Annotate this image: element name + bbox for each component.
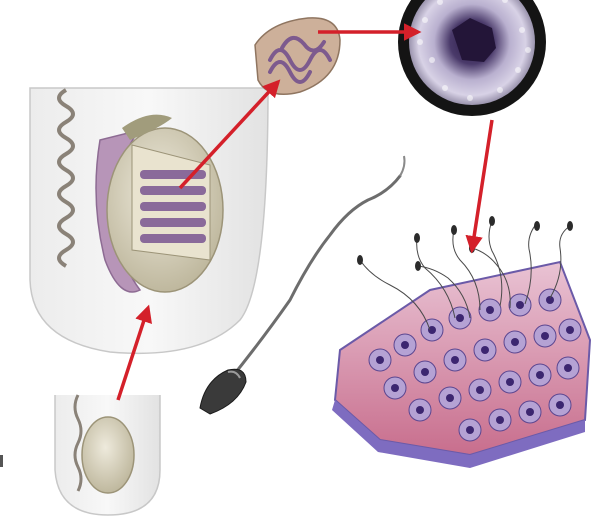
sperm-heads (357, 216, 573, 271)
scrotum-detail (30, 88, 268, 353)
overview-testis (82, 417, 134, 493)
seminiferous-tubule (255, 18, 340, 94)
edge-marker (0, 455, 3, 467)
tubule-cross-section (398, 0, 546, 116)
germinal-epithelium (332, 216, 590, 468)
sperm-tail-tip (400, 156, 405, 176)
